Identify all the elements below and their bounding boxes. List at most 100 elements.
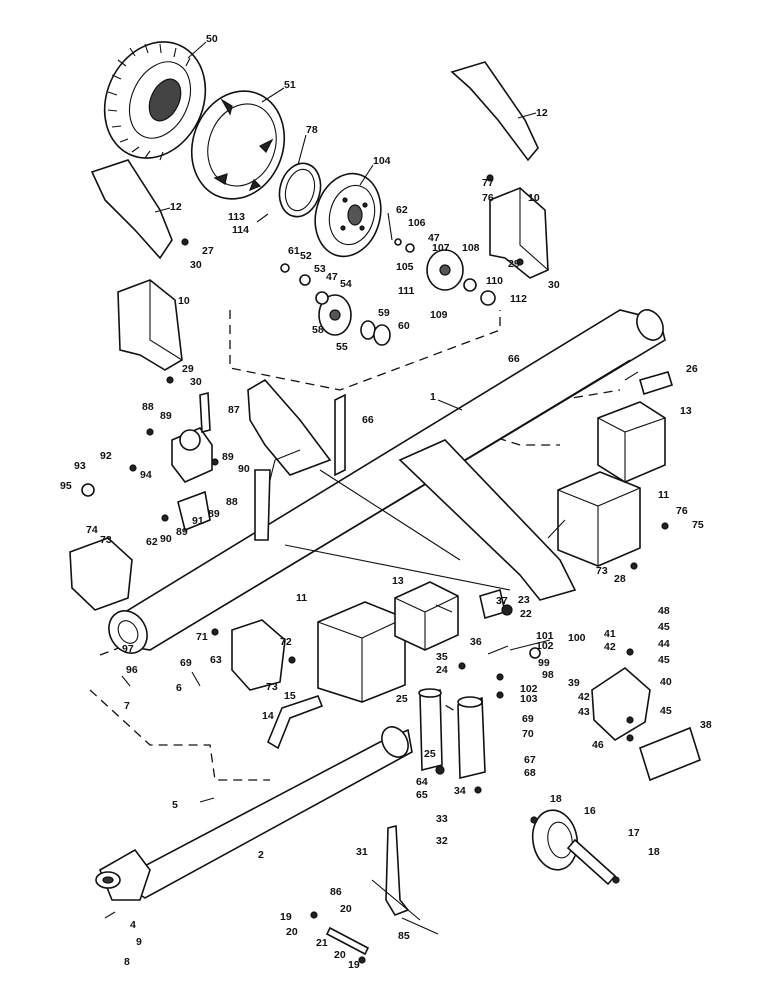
callout-71: 71 (196, 631, 208, 643)
callout-89: 89 (208, 508, 220, 520)
callout-62: 62 (396, 204, 408, 216)
callout-66: 66 (508, 353, 520, 365)
callout-99: 99 (538, 657, 550, 669)
jack-winch (171, 391, 213, 483)
callout-45: 45 (658, 654, 670, 666)
callout-48: 48 (658, 605, 670, 617)
callout-54: 54 (340, 278, 352, 290)
callout-89: 89 (222, 451, 234, 463)
callout-62: 62 (146, 536, 158, 548)
callout-29: 29 (508, 258, 520, 270)
callout-72: 72 (280, 636, 292, 648)
callout-102: 102 (520, 683, 538, 695)
callout-26: 26 (686, 363, 698, 375)
callout-1: 1 (430, 391, 436, 403)
bracket-14 (266, 695, 324, 750)
callout-95: 95 (60, 480, 72, 492)
callout-69: 69 (522, 713, 534, 725)
callout-11: 11 (296, 592, 307, 604)
callout-42: 42 (604, 641, 616, 653)
callout-78: 78 (306, 124, 318, 136)
callout-24: 24 (436, 664, 448, 676)
callout-43: 43 (578, 706, 590, 718)
callout-41: 41 (604, 628, 616, 640)
callout-labels: 50 51 78 104 12 12 77 76 10 27 30 113 11… (60, 33, 712, 971)
callout-90: 90 (160, 533, 172, 545)
callout-13: 13 (680, 405, 692, 417)
callout-5: 5 (172, 799, 178, 811)
mount-pad-right (557, 471, 641, 567)
callout-20: 20 (286, 926, 298, 938)
callout-25: 25 (424, 748, 436, 760)
block-right (597, 401, 666, 483)
fender-bracket-right (489, 187, 549, 279)
callout-66: 66 (362, 414, 374, 426)
hub-outer (394, 238, 496, 306)
callout-74: 74 (86, 524, 98, 536)
callout-2: 2 (258, 849, 264, 861)
callout-104: 104 (373, 155, 391, 167)
center-frame (247, 378, 577, 601)
callout-28: 28 (614, 573, 626, 585)
callout-20: 20 (340, 903, 352, 915)
callout-12: 12 (536, 107, 548, 119)
callout-6: 6 (176, 682, 182, 694)
decal (639, 371, 673, 396)
callout-93: 93 (74, 460, 86, 472)
callout-15: 15 (284, 690, 296, 702)
callout-10: 10 (528, 192, 540, 204)
callout-58: 58 (312, 324, 324, 336)
callout-86: 86 (330, 886, 342, 898)
callout-16: 16 (584, 805, 596, 817)
callout-60: 60 (398, 320, 410, 332)
callout-19: 19 (280, 911, 292, 923)
callout-27: 27 (202, 245, 214, 257)
tire-liner (190, 90, 286, 200)
callout-36: 36 (470, 636, 482, 648)
callout-37: 37 (496, 595, 508, 607)
callout-22: 22 (520, 608, 532, 620)
callout-33: 33 (436, 813, 448, 825)
wheel-rim (314, 172, 382, 258)
callout-76: 76 (482, 192, 494, 204)
callout-91: 91 (192, 515, 204, 527)
callout-61: 61 (288, 245, 300, 257)
callout-55: 55 (336, 341, 348, 353)
callout-92: 92 (100, 450, 112, 462)
callout-75: 75 (692, 519, 704, 531)
caster-wheel (531, 809, 617, 886)
callout-68: 68 (524, 767, 536, 779)
callout-34: 34 (454, 785, 466, 797)
callout-107: 107 (432, 242, 450, 254)
callout-69: 69 (180, 657, 192, 669)
swing-arm (371, 824, 421, 921)
callout-67: 67 (524, 754, 536, 766)
callout-8: 8 (124, 956, 130, 968)
callout-106: 106 (408, 217, 426, 229)
callout-85: 85 (398, 930, 410, 942)
mount-pad-left (317, 601, 406, 703)
callout-101: 101 (536, 630, 554, 642)
jack-post-a (418, 688, 443, 772)
callout-65: 65 (416, 789, 428, 801)
bracket-62 (69, 537, 133, 611)
rim-band (278, 162, 322, 218)
callout-113: 113 (228, 211, 245, 223)
tongue (95, 726, 413, 901)
fasteners (81, 174, 669, 964)
callout-114: 114 (232, 224, 249, 236)
callout-18: 18 (550, 793, 562, 805)
jack-post-b (457, 696, 486, 780)
fender-right (450, 61, 539, 162)
callout-45: 45 (658, 621, 670, 633)
callout-47: 47 (428, 232, 440, 244)
step-38 (639, 726, 701, 782)
callout-64: 64 (416, 776, 428, 788)
callout-59: 59 (378, 307, 390, 319)
callout-21: 21 (316, 937, 328, 949)
callout-52: 52 (300, 250, 312, 262)
tire (103, 41, 207, 161)
callout-51: 51 (284, 79, 296, 91)
